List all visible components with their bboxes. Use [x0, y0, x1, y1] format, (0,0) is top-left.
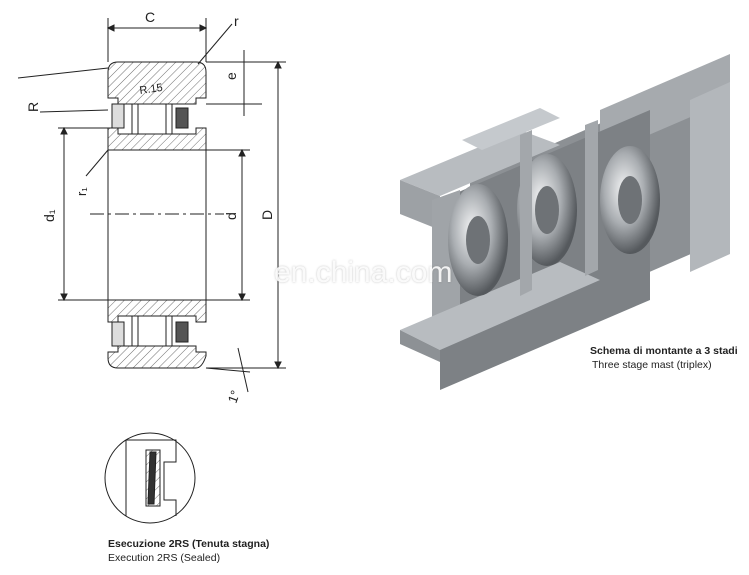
roller-bottom	[131, 315, 173, 347]
label-r: r	[234, 13, 239, 29]
triplex-mast-illustration	[400, 54, 730, 390]
bearing-section-drawing	[17, 18, 286, 393]
seal-caption-en: Execution 2RS (Sealed)	[108, 552, 221, 564]
label-r1: r₁	[74, 187, 89, 196]
label-c: C	[145, 9, 155, 25]
roller-top	[131, 103, 173, 135]
label-angle: 1°	[225, 388, 243, 405]
outer-ring-top	[107, 61, 207, 105]
label-big-r: R	[25, 102, 41, 112]
seal-top-left	[111, 103, 125, 129]
mast-caption-it: Schema di montante a 3 stadi	[590, 345, 738, 357]
mast-caption-en: Three stage mast (triplex)	[592, 359, 712, 371]
label-d1: d₁	[41, 209, 57, 222]
label-e: e	[223, 72, 239, 80]
label-r15: R.15	[139, 82, 164, 97]
inner-ring-bottom	[107, 299, 207, 323]
seal-caption-it: Esecuzione 2RS (Tenuta stagna)	[108, 538, 270, 550]
watermark: en.china.com	[274, 256, 453, 289]
bore-area	[107, 149, 207, 301]
outer-ring-bottom	[107, 345, 207, 369]
label-big-d: D	[259, 210, 275, 220]
label-d: d	[223, 212, 239, 220]
seal-top-right	[175, 107, 189, 129]
seal-detail	[104, 432, 196, 524]
